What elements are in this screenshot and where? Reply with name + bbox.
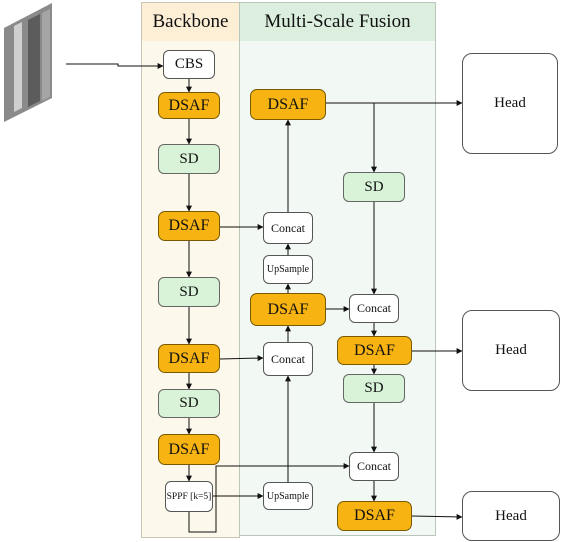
fusion-title: Multi-Scale Fusion [240,3,435,41]
sd-fusion-2: SD [343,374,405,403]
dsaf-backbone-2: DSAF [158,211,220,241]
head-3: Head [462,491,560,541]
sppf-block: SPPF [k=5] [165,481,213,512]
sd-backbone-1: SD [158,144,220,174]
head-2: Head [462,310,560,391]
sd-backbone-2: SD [158,277,220,307]
dsaf-backbone-1: DSAF [158,92,220,119]
dsaf-backbone-3: DSAF [158,344,220,373]
dsaf-fusion-right-1: DSAF [337,336,412,365]
dsaf-fusion-top: DSAF [250,89,326,120]
dsaf-backbone-4: DSAF [158,434,220,465]
upsample-center-1: UpSample [263,255,313,284]
concat-right-1: Concat [349,294,399,323]
concat-center-1: Concat [263,212,313,244]
backbone-title: Backbone [142,3,239,41]
dsaf-fusion-right-2: DSAF [337,501,412,531]
sd-fusion-1: SD [343,172,405,202]
dsaf-fusion-mid: DSAF [250,293,326,326]
sd-backbone-3: SD [158,389,220,418]
concat-center-2: Concat [263,342,313,376]
input-image [4,3,52,122]
concat-right-2: Concat [349,452,399,481]
upsample-center-2: UpSample [263,482,313,510]
head-1: Head [462,53,558,154]
cbs-block: CBS [163,50,215,79]
